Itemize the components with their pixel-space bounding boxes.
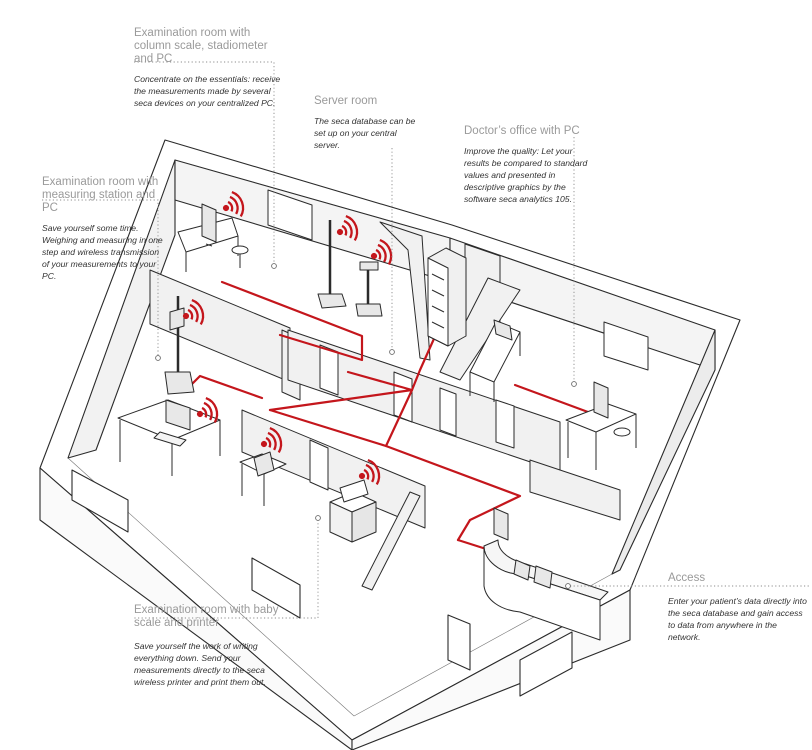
callout-description: Concentrate on the essentials: receive t…: [134, 74, 281, 108]
column-scale-icon: [317, 220, 347, 309]
front-wall-left-exterior: [39, 467, 353, 750]
door-corridor-3: [439, 387, 457, 437]
printer-icon: [329, 479, 377, 543]
pc-monitor-icon: [201, 203, 217, 247]
window-left: [71, 469, 129, 533]
door-corridor-2: [393, 371, 413, 423]
window-right: [519, 631, 573, 697]
callout-doctor-office: Doctor’s office with PC Improve the qual…: [464, 125, 594, 205]
callout-measuring-station-room: Examination room with measuring station …: [42, 176, 167, 282]
wall-baby-right: [361, 491, 421, 591]
measuring-station-icon: [164, 296, 195, 395]
callout-column-scale-room: Examination room with column scale, stad…: [134, 27, 284, 109]
callout-description: The seca database can be set up on your …: [314, 116, 416, 150]
callout-access: Access Enter your patient’s data directl…: [668, 572, 808, 643]
leader-baby: [134, 516, 319, 619]
stool-doctor: [613, 427, 631, 437]
interior-walls: [149, 189, 649, 591]
callout-description: Save yourself some time. Weighing and me…: [42, 223, 163, 281]
cable-corridor: [268, 408, 522, 542]
door-front: [447, 614, 471, 671]
callout-description: Save yourself the work of writing everyt…: [134, 641, 266, 687]
window-doctor: [603, 321, 649, 371]
server-rack-icon: [427, 247, 467, 347]
callout-title: Examination room with measuring station …: [42, 176, 159, 214]
wall-corridor-front: [241, 409, 426, 529]
pc-monitor-icon: [153, 399, 191, 447]
callout-title: Examination room with baby scale and pri…: [134, 604, 279, 629]
leader-station: [42, 199, 159, 356]
baby-scale-icon: [239, 451, 287, 506]
leader-column-scale: [134, 61, 275, 264]
callout-server-room: Server room The seca database can be set…: [314, 95, 424, 151]
window-room1: [267, 189, 313, 241]
callout-title: Examination room with column scale, stad…: [134, 27, 268, 65]
wall-reception-back: [529, 459, 621, 521]
callout-baby-scale-room: Examination room with baby scale and pri…: [134, 604, 284, 688]
leader-lines: [42, 61, 810, 619]
reception-desk-icon: [483, 507, 609, 641]
stool-room1: [231, 245, 249, 255]
door-corridor-1: [319, 344, 339, 396]
callout-title: Doctor’s office with PC: [464, 125, 580, 137]
door-reception: [495, 399, 515, 449]
callout-title: Server room: [314, 95, 378, 107]
callout-description: Enter your patient’s data directly into …: [668, 596, 807, 642]
front-wall-right-exterior: [351, 589, 631, 750]
door-baby-room: [309, 439, 329, 491]
back-wall-left: [67, 159, 176, 459]
cable-doctor: [513, 383, 590, 414]
callout-description: Improve the quality: Let your results be…: [464, 146, 588, 204]
stadiometer-icon: [355, 261, 383, 317]
furniture: [117, 203, 637, 641]
callout-title: Access: [668, 572, 706, 584]
cable-room1: [220, 280, 364, 362]
right-wall: [611, 329, 716, 575]
cable-server-down: [410, 330, 439, 392]
leader-endpoints: [155, 263, 577, 589]
cable-server-branch: [384, 388, 414, 448]
pc-monitor-icon: [593, 381, 609, 419]
examination-couch-icon: [469, 319, 521, 402]
